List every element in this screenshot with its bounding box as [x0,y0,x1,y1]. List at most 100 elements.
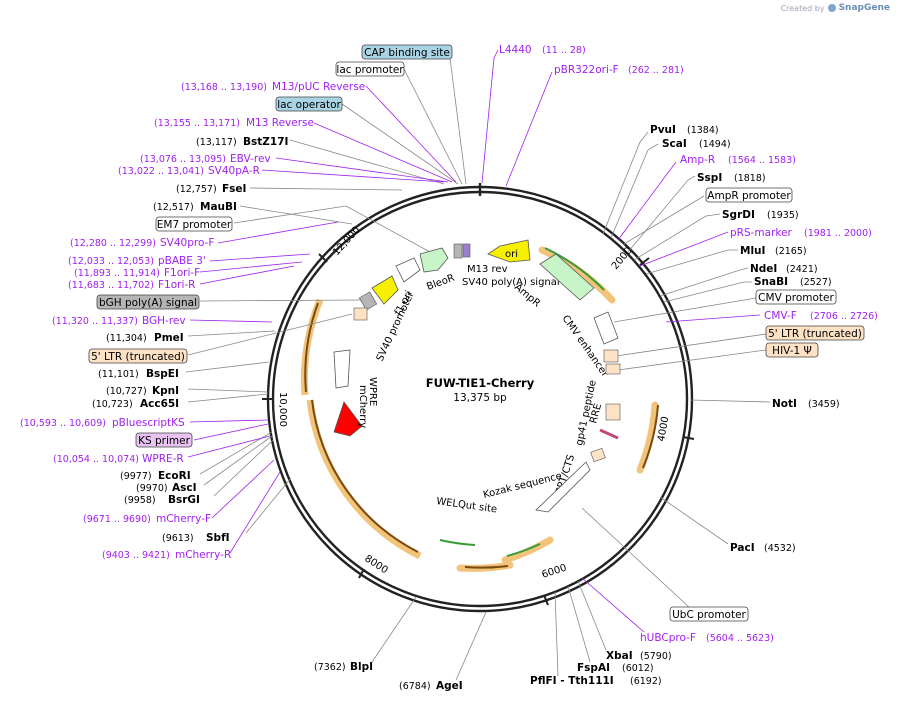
box-hiv-psi[interactable]: HIV-1 Ψ [765,342,819,358]
primer-sv40pa-r[interactable]: SV40pA-R(13,022 .. 13,041) [118,165,260,177]
site-sspi[interactable]: SspI(1818) [697,172,766,184]
site-pos-ndei: (2421) [786,264,818,275]
site-acc65i[interactable]: Acc65I(10,723) [92,398,179,410]
site-name-blpi: BlpI [350,661,373,673]
site-pos-ecori: (9977) [120,471,152,482]
box-ubc-promoter[interactable]: UbC promoter [669,606,749,622]
site-name-sbfi: SbfI [206,532,230,544]
primer-m13-reverse[interactable]: M13 Reverse(13,155 .. 13,171) [154,117,314,129]
site-agei[interactable]: AgeI(6784) [399,680,463,692]
site-snabi[interactable]: SnaBI(2527) [754,276,832,288]
primer-pos-f1ori-r: (11,683 .. 11,702) [68,280,154,291]
site-bstz17i[interactable]: BstZ17I(13,117) [196,136,288,148]
site-sgrdi[interactable]: SgrDI(1935) [722,209,799,221]
primer-cmv-f[interactable]: CMV-F(2706 .. 2726) [764,310,878,322]
box-ubc-bg [669,606,749,622]
box-5ltr-right[interactable]: 5' LTR (truncated) [765,325,865,341]
site-pos-bspei: (11,101) [98,369,139,380]
site-pos-blpi: (7362) [314,662,346,673]
feature-mcherry-arrow [333,401,363,437]
orf-arrow-bottom-3 [464,565,509,569]
primer-f1ori-f[interactable]: F1ori-F(11,893 .. 11,914) [74,267,200,279]
primer-name-pbabe: pBABE 3' [158,255,206,267]
site-noti[interactable]: NotI(3459) [772,398,840,410]
site-pos-asci: (9970) [136,483,168,494]
site-asci[interactable]: AscI(9970) [136,482,197,494]
primer-bgh-rev[interactable]: BGH-rev(11,320 .. 11,337) [52,315,186,327]
primer-pbluescriptks[interactable]: pBluescriptKS(10,593 .. 10,609) [20,417,185,429]
site-scai[interactable]: ScaI(1494) [662,138,731,150]
primer-name-amp-r: Amp-R [680,154,715,166]
box-em7-promoter[interactable]: EM7 promoter [155,216,233,232]
site-bsrgi[interactable]: BsrGI(9958) [124,494,200,506]
site-sbfi[interactable]: SbfI(9613) [162,532,230,544]
box-lac-promoter-text: lac promoter [336,64,404,76]
site-fsei[interactable]: FseI(12,757) [176,183,246,195]
primer-wpre-r[interactable]: WPRE-R(10,054 .. 10,074) [53,453,184,465]
primer-pos-sv40pa: (13,022 .. 13,041) [118,166,204,177]
box-bgh-text: bGH poly(A) signal [99,297,197,309]
primer-hubcpro-f[interactable]: hUBCpro-F(5604 .. 5623) [640,632,774,644]
site-pmei[interactable]: PmeI(11,304) [106,332,184,344]
site-name-scai: ScaI [662,138,687,150]
line-f1ori-f [199,261,303,273]
primer-m13-puc-reverse[interactable]: M13/pUC Reverse(13,168 .. 13,190) [181,81,365,93]
primer-pbabe3[interactable]: pBABE 3'(12,033 .. 12,053) [68,255,206,267]
box-5ltr-left[interactable]: 5' LTR (truncated) [88,348,188,364]
line-cmv-promoter [613,297,757,323]
box-hiv-bg [765,342,819,358]
primer-name-sv40pro: SV40pro-F [160,237,214,249]
line-hiv [617,349,767,371]
primer-ebv-rev[interactable]: EBV-rev(13,076 .. 13,095) [140,153,271,165]
line-paci [659,496,729,545]
feature-sv40pa-label: SV40 poly(A) signal [462,277,560,288]
site-mlui[interactable]: MluI(2165) [740,245,807,257]
site-pos-pflfi: (6192) [630,676,662,687]
feature-ori-label: ori [505,249,518,260]
feature-mcherry-label: mCherry [357,385,368,428]
site-blpi[interactable]: BlpI (7362) [314,661,373,673]
box-cap-binding-site[interactable]: CAP binding site [361,44,453,60]
primer-l4440[interactable]: L4440(11 .. 28) [499,44,586,56]
site-name-paci: PacI [730,542,755,554]
site-kpni[interactable]: KpnI(10,727) [106,385,179,397]
site-paci[interactable]: PacI(4532) [730,542,796,554]
feature-ubc-arrow [535,461,591,513]
box-lac-operator[interactable]: lac operator [275,96,343,112]
line-pmei [187,330,276,337]
site-maubi[interactable]: MauBI(12,517) [153,201,237,213]
primer-sv40pro-f[interactable]: SV40pro-F(12,280 .. 12,299) [70,237,214,249]
box-cmv-promoter[interactable]: CMV promoter [755,289,837,305]
primer-amp-r[interactable]: Amp-R(1564 .. 1583) [680,154,796,166]
box-lac-promoter[interactable]: lac promoter [335,61,405,77]
box-ks-primer[interactable]: KS primer [135,432,193,448]
primer-pbr322[interactable]: pBR322ori-F(262 .. 281) [554,64,684,76]
line-wpre-r [187,435,271,458]
box-bgh-bg [96,294,200,310]
primer-mcherry-r[interactable]: mCherry-R(9403 .. 9421) [102,549,231,561]
feature-wpre-label: WPRE [367,377,378,406]
site-ecori[interactable]: EcoRI(9977) [120,470,191,482]
line-ks-primer [193,423,269,441]
site-pos-maubi: (12,517) [153,202,194,213]
site-pvui[interactable]: PvuI(1384) [650,124,719,136]
box-ampr-promoter[interactable]: AmpR promoter [705,187,793,203]
site-pos-pmei: (11,304) [106,333,147,344]
site-pos-snabi: (2527) [800,277,832,288]
site-fspai[interactable]: FspAI(6012) [577,662,654,674]
feature-gray-block [358,291,378,311]
feature-m13-block [462,243,471,258]
primer-f1ori-r[interactable]: F1ori-R(11,683 .. 11,702) [68,279,195,291]
site-pflfi[interactable]: PflFI - Tth111I(6192) [530,675,662,687]
primer-layer: L4440(11 .. 28) pBR322ori-F(262 .. 281) … [20,44,878,644]
box-bgh-polya[interactable]: bGH poly(A) signal [96,294,200,310]
site-bspei[interactable]: BspEI(11,101) [98,368,179,380]
box-cmv-promoter-text: CMV promoter [758,292,834,304]
primer-prs-marker[interactable]: pRS-marker(1981 .. 2000) [730,227,872,239]
primer-mcherry-f[interactable]: mCherry-F(9671 .. 9690) [83,513,211,525]
site-ndei[interactable]: NdeI(2421) [750,263,818,275]
site-xbai[interactable]: XbaI(5790) [606,650,672,662]
line-ebv [275,157,449,183]
line-m13-reverse [313,122,453,183]
line-sbfi [245,477,292,534]
